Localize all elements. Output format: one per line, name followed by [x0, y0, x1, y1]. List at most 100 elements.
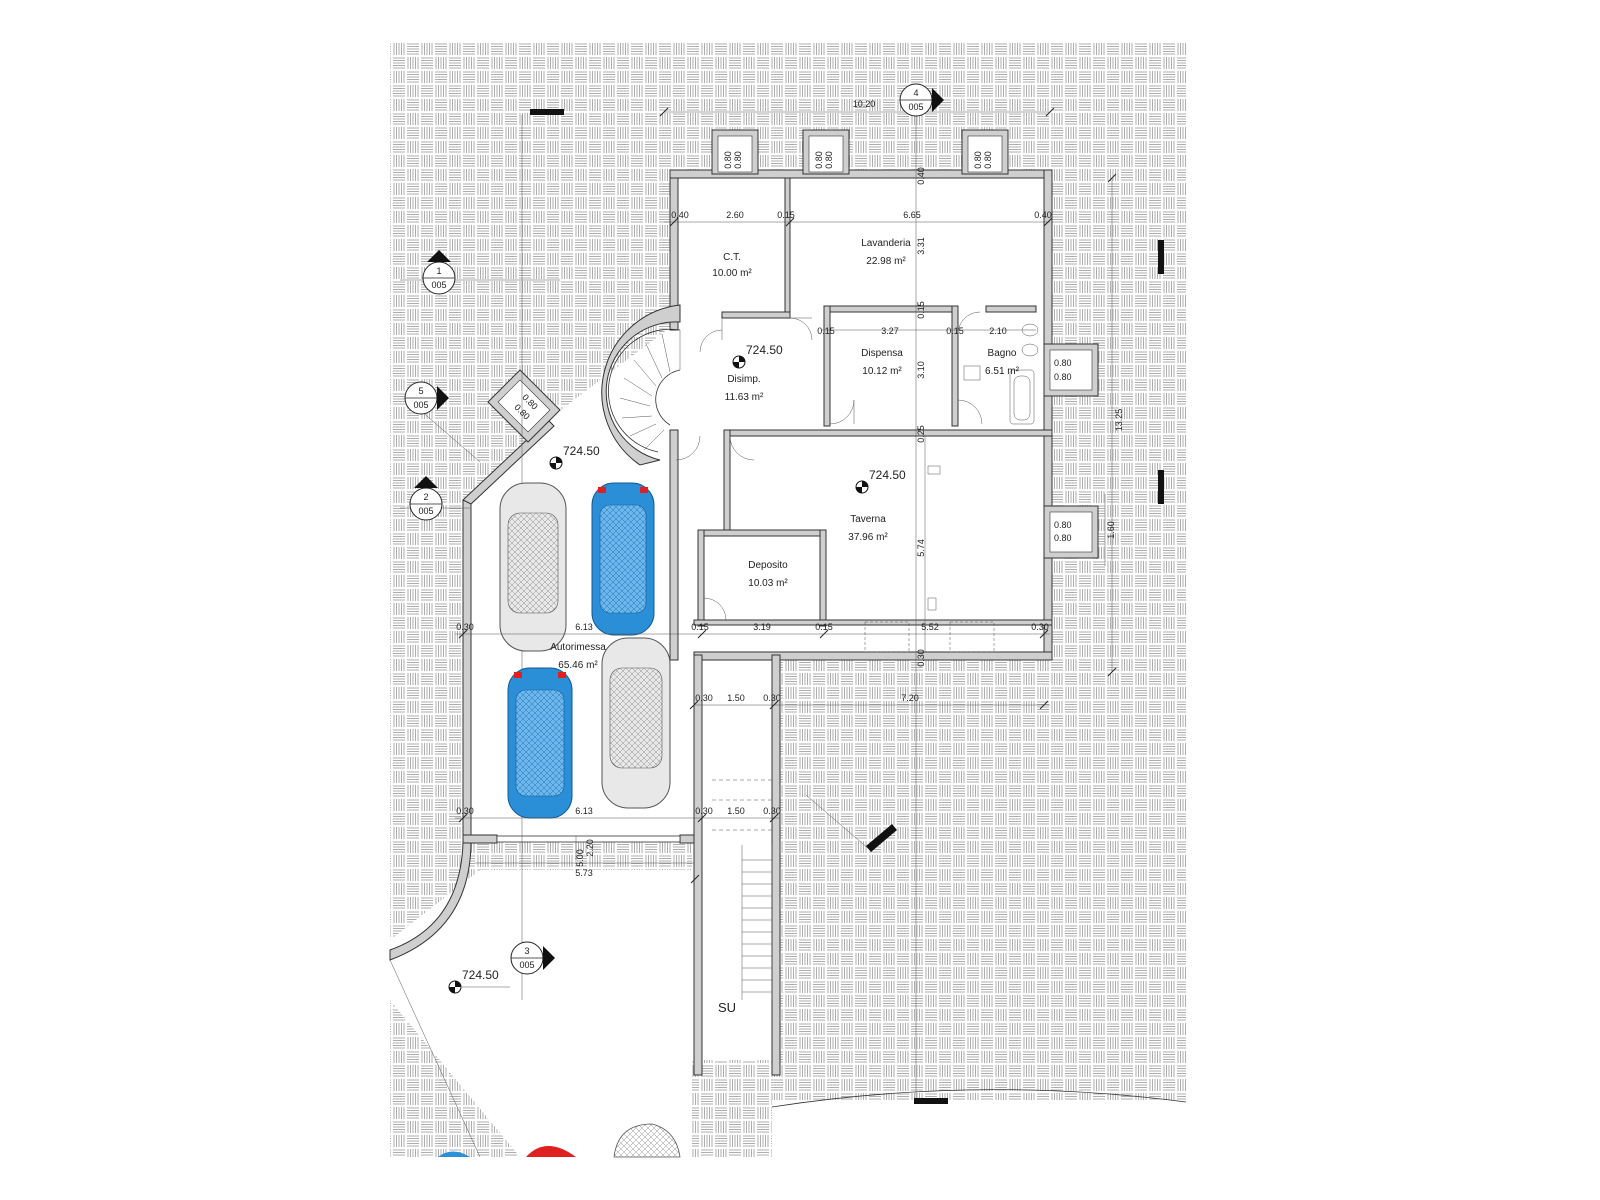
elevation-marker-driveway: 724.50 [448, 968, 510, 994]
svg-text:2.10: 2.10 [989, 326, 1007, 336]
svg-text:Lavanderia: Lavanderia [861, 238, 911, 249]
shaft-5 [1043, 505, 1099, 559]
svg-text:Bagno: Bagno [988, 348, 1017, 359]
svg-text:0.40: 0.40 [671, 210, 689, 220]
svg-text:1.50: 1.50 [727, 806, 745, 816]
straight-stair [712, 779, 773, 1000]
svg-text:0.30: 0.30 [1031, 622, 1049, 632]
shaft-2 [802, 129, 850, 175]
svg-text:0.30: 0.30 [763, 693, 781, 703]
svg-text:0.15: 0.15 [946, 326, 964, 336]
room-bagno: Bagno 6.51 m² [985, 348, 1020, 377]
svg-text:Disimp.: Disimp. [727, 374, 760, 385]
svg-text:2: 2 [423, 492, 428, 502]
svg-text:005: 005 [413, 400, 428, 410]
section-marker-5: 5 005 [404, 381, 449, 415]
shaft-1 [711, 129, 759, 175]
svg-text:5.52: 5.52 [921, 622, 939, 632]
svg-text:3.10: 3.10 [916, 361, 926, 379]
car-partial-blue [438, 1151, 470, 1157]
section-marker-4: 4 005 [899, 83, 944, 117]
svg-text:1: 1 [436, 266, 441, 276]
room-labels: C.T. 10.00 m² Lavanderia 22.98 m² Dispen… [550, 238, 1019, 671]
svg-text:6.65: 6.65 [903, 210, 921, 220]
svg-text:724.50: 724.50 [462, 968, 499, 982]
car-blue-1 [591, 482, 655, 636]
elevation-marker-disimp: 724.50 [732, 343, 783, 369]
svg-text:0.15: 0.15 [815, 622, 833, 632]
svg-text:0.15: 0.15 [777, 210, 795, 220]
svg-text:3: 3 [524, 946, 529, 956]
cars [438, 482, 681, 1158]
svg-text:005: 005 [431, 280, 446, 290]
svg-text:10.12 m²: 10.12 m² [862, 366, 902, 377]
bathroom-fixtures [963, 323, 1039, 425]
shaft-3 [961, 129, 1009, 175]
svg-text:724.50: 724.50 [869, 468, 906, 482]
room-ct: C.T. 10.00 m² [712, 252, 752, 279]
doors [675, 311, 995, 653]
svg-text:22.98 m²: 22.98 m² [866, 256, 906, 267]
room-lavanderia: Lavanderia 22.98 m² [861, 238, 911, 267]
svg-text:5.00: 5.00 [575, 849, 585, 867]
room-disimp: Disimp. 11.63 m² [725, 374, 764, 403]
bottom-strip [772, 1100, 1186, 1157]
dimension-labels: 10.20 0.40 2.60 0.15 6.65 0.40 0.15 3.27… [456, 99, 1124, 878]
svg-text:10.03 m²: 10.03 m² [748, 578, 788, 589]
shaft-6 [487, 369, 561, 443]
svg-text:Deposito: Deposito [748, 560, 788, 571]
ventilation-shafts [487, 129, 1099, 559]
car-partial-grey [613, 1123, 681, 1158]
car-grey-2 [601, 637, 671, 809]
car-partial-red [526, 1146, 576, 1157]
svg-text:2.60: 2.60 [726, 210, 744, 220]
svg-text:1.60: 1.60 [1106, 521, 1116, 539]
svg-text:005: 005 [908, 102, 923, 112]
spiral-stair [601, 304, 681, 466]
section-marker-3: 3 005 [510, 941, 555, 975]
svg-text:0.80: 0.80 [814, 151, 824, 169]
elevation-marker-taverna: 724.50 [855, 468, 906, 494]
svg-text:0.80: 0.80 [723, 151, 733, 169]
elevation-marker-garage: 724.50 [549, 444, 600, 470]
stair-label: SU [718, 1000, 736, 1015]
svg-text:0.30: 0.30 [695, 693, 713, 703]
svg-text:0.30: 0.30 [916, 649, 926, 667]
svg-text:0.15: 0.15 [916, 301, 926, 319]
svg-text:5.73: 5.73 [575, 868, 593, 878]
svg-text:2.20: 2.20 [585, 839, 595, 857]
svg-text:6.51 m²: 6.51 m² [985, 366, 1020, 377]
svg-text:0.30: 0.30 [456, 806, 474, 816]
svg-text:0.80: 0.80 [733, 151, 743, 169]
svg-text:3.19: 3.19 [753, 622, 771, 632]
svg-text:65.46 m²: 65.46 m² [558, 660, 598, 671]
svg-text:0.15: 0.15 [691, 622, 709, 632]
cut-markers [530, 109, 1164, 1104]
svg-text:0.25: 0.25 [916, 425, 926, 443]
svg-text:6.13: 6.13 [575, 622, 593, 632]
svg-text:1.50: 1.50 [727, 693, 745, 703]
svg-text:C.T.: C.T. [723, 252, 741, 263]
room-dispensa: Dispensa 10.12 m² [861, 348, 903, 377]
building-interior [678, 172, 1052, 660]
svg-text:6.13: 6.13 [575, 806, 593, 816]
bottom-curve-line [771, 1089, 1187, 1108]
elevation-markers: 724.50 724.50 724.50 724.50 [448, 343, 906, 994]
section-markers: 4 005 1 005 5 005 2 005 3 [404, 83, 944, 975]
dimension-ticks [458, 107, 1117, 884]
svg-text:3.31: 3.31 [916, 237, 926, 255]
svg-text:0.15: 0.15 [817, 326, 835, 336]
svg-text:7.20: 7.20 [901, 693, 919, 703]
section-marker-2: 2 005 [409, 476, 443, 521]
garage-gate [389, 835, 681, 1158]
svg-text:37.96 m²: 37.96 m² [848, 532, 888, 543]
svg-text:Taverna: Taverna [850, 514, 886, 525]
svg-text:0.80: 0.80 [1054, 372, 1072, 382]
svg-text:0.30: 0.30 [456, 622, 474, 632]
svg-text:0.80: 0.80 [1054, 520, 1072, 530]
svg-text:724.50: 724.50 [746, 343, 783, 357]
svg-text:0.30: 0.30 [695, 806, 713, 816]
svg-text:Dispensa: Dispensa [861, 348, 903, 359]
car-grey-1 [499, 482, 567, 652]
